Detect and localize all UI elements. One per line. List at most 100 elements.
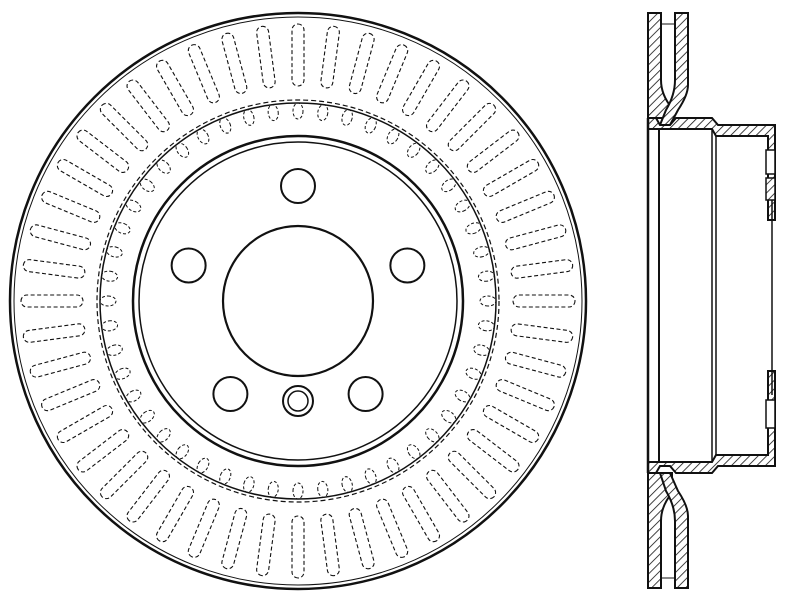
vane-root-outline (156, 428, 171, 443)
vane-inner-dashed-ring (96, 99, 500, 503)
vane-outline (495, 379, 555, 412)
cooling-vane (76, 409, 155, 473)
vane-root-outline (441, 178, 457, 193)
vane-outline (256, 513, 276, 577)
vane-outline (256, 25, 276, 89)
vane-outline (187, 44, 220, 104)
vane-outline (504, 224, 567, 251)
vane-outline (56, 404, 114, 444)
cooling-vane (386, 457, 441, 543)
cooling-vanes (20, 23, 576, 579)
cooling-vane (425, 428, 497, 500)
vane-outline (466, 129, 520, 174)
vane-outline (482, 404, 540, 444)
bolt-hole (389, 247, 426, 284)
vane-root-outline (477, 270, 495, 282)
friction-ring-inner-edge (99, 102, 497, 500)
cooling-vane (155, 457, 210, 543)
cooling-vane (99, 102, 171, 174)
vane-root-outline (175, 142, 190, 158)
bolt-hole (212, 376, 249, 413)
vane-root-outline (292, 482, 304, 500)
vane-outline (495, 190, 555, 223)
top-outer-plate-section (647, 12, 673, 119)
cooling-vane (155, 59, 210, 145)
cooling-vane (454, 389, 540, 444)
vane-outline (291, 23, 305, 87)
vane-root-outline (99, 295, 117, 307)
vane-root-outline (101, 320, 119, 332)
cooling-vane (465, 367, 555, 412)
cooling-vane (386, 59, 441, 145)
vane-outline (348, 507, 375, 570)
cooling-vane (479, 294, 576, 308)
locating-screw-hole-inner (287, 390, 309, 412)
mounting-face-upper-hatch (765, 177, 776, 201)
cooling-vane (406, 79, 470, 158)
cooling-vane (454, 158, 540, 213)
vane-outline (348, 32, 375, 95)
vane-outline (482, 158, 540, 198)
cooling-vane (364, 44, 409, 134)
vane-outline (76, 428, 130, 473)
vane-root-outline (139, 409, 155, 424)
mounting-face-upper-slot (765, 149, 776, 175)
vane-outline (401, 485, 441, 543)
vane-outline (320, 513, 340, 577)
vane-root-outline (156, 159, 171, 174)
vane-outline (155, 485, 195, 543)
vane-root-outline (425, 428, 440, 443)
vane-root-outline (267, 104, 279, 122)
rotor-outer-edge (8, 11, 588, 591)
vane-root-outline (441, 409, 457, 424)
vane-outline (22, 259, 86, 279)
cooling-vane (126, 79, 190, 158)
vane-outline (291, 515, 305, 579)
cooling-vane (291, 482, 305, 579)
bottom-inner-plate-section (658, 472, 689, 589)
vane-outline (447, 450, 497, 500)
bolt-hole (280, 168, 316, 204)
vane-outline (466, 428, 520, 473)
vane-root-outline (317, 480, 329, 498)
cooling-vane (76, 129, 155, 193)
vane-root-outline (267, 480, 279, 498)
cooling-vane (406, 444, 470, 523)
vane-outline (512, 294, 576, 308)
vane-root-outline (425, 159, 440, 174)
cooling-vane (99, 428, 171, 500)
cooling-vane (291, 23, 305, 120)
cooling-vane (187, 468, 232, 558)
vane-root-outline (292, 102, 304, 120)
cooling-vane (441, 409, 520, 473)
vane-root-outline (139, 178, 155, 193)
vane-outline (425, 469, 470, 523)
vane-root-outline (101, 270, 119, 282)
vane-outline (401, 59, 441, 117)
vane-outline (510, 259, 574, 279)
rotor-front-view (8, 11, 588, 591)
center-bore (221, 224, 375, 378)
vane-root-outline (317, 104, 329, 122)
vane-outline (447, 102, 497, 152)
vane-outline (41, 190, 101, 223)
locating-screw-hole (282, 385, 314, 417)
vane-root-outline (175, 444, 190, 460)
vane-root-outline (406, 444, 421, 460)
cooling-vane (20, 294, 117, 308)
vane-outline (20, 294, 84, 308)
vane-outline (320, 25, 340, 89)
vane-outline (99, 102, 149, 152)
rotor-side-section-view (646, 12, 776, 589)
vane-outline (425, 79, 470, 133)
hat-outer-circle (131, 134, 465, 468)
cooling-vane (56, 158, 142, 213)
cooling-vane (56, 389, 142, 444)
bolt-hole (347, 376, 384, 413)
bolt-holes (170, 168, 426, 413)
vane-outline (510, 323, 574, 343)
cooling-vane (425, 102, 497, 174)
vane-root-outline (479, 295, 497, 307)
vane-outline (29, 224, 92, 251)
